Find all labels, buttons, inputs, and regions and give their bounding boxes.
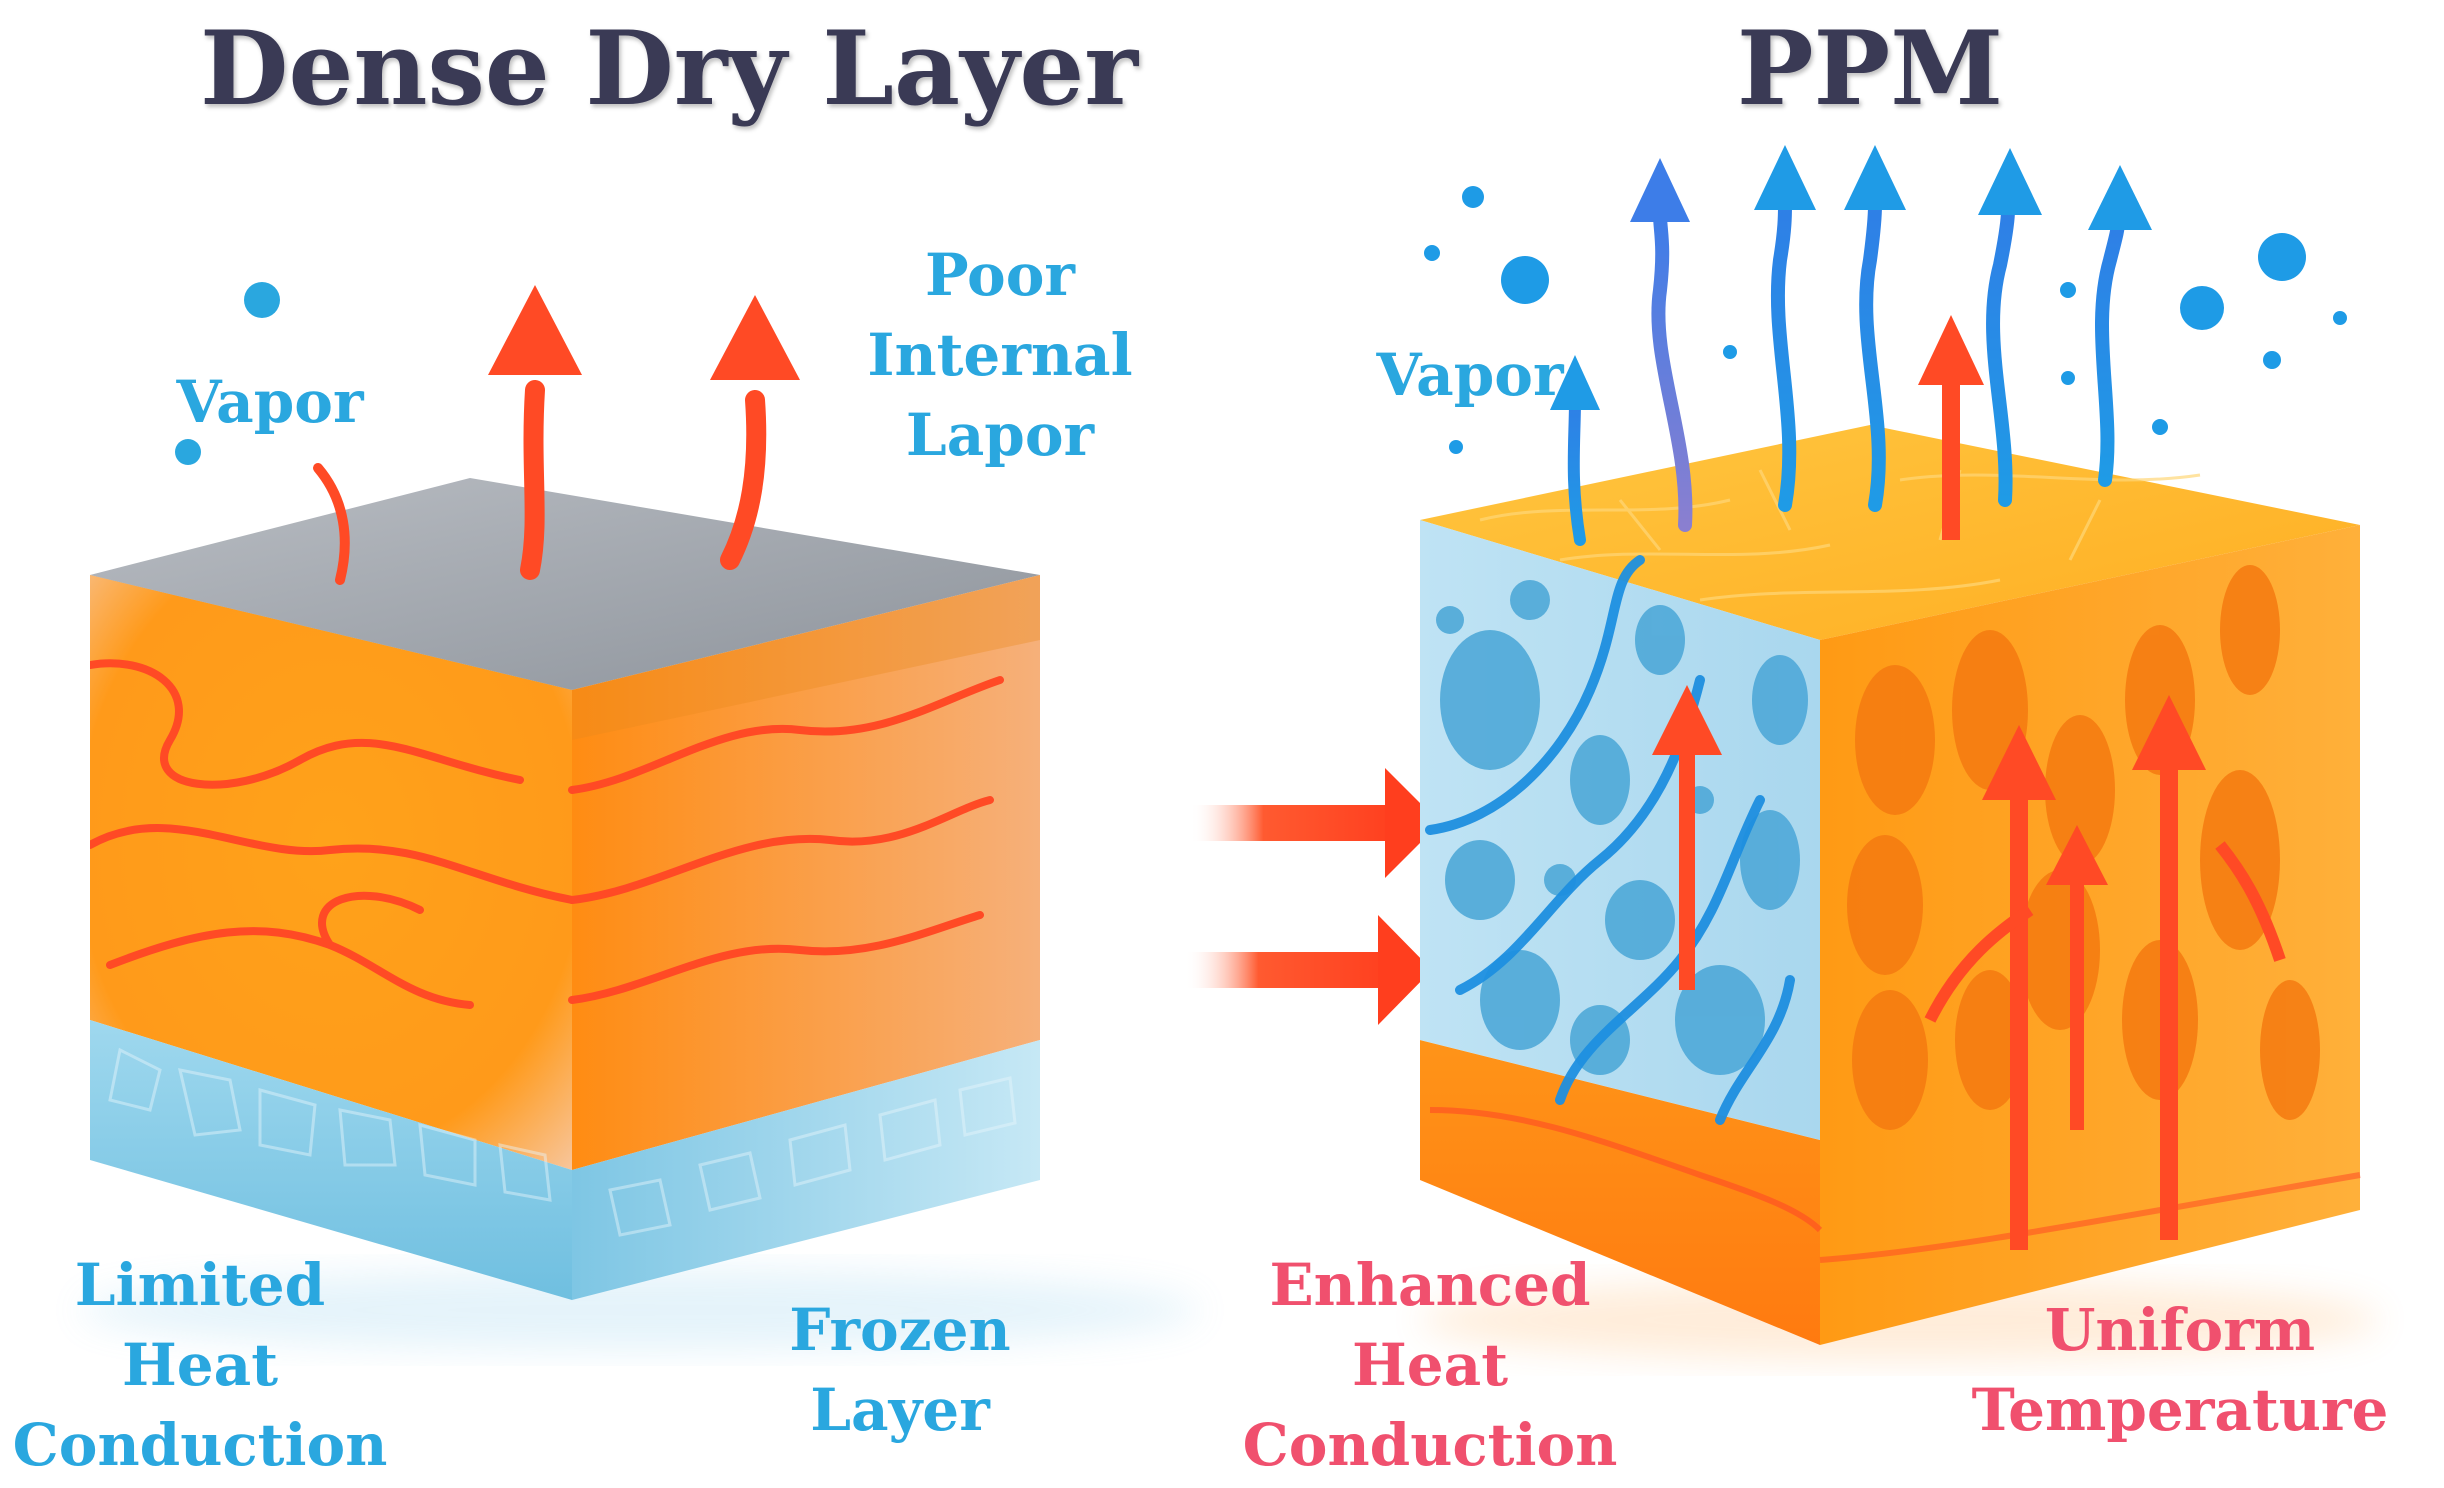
ppm-vapor-arrows	[1550, 145, 2152, 546]
heat-input-arrow-upper	[1190, 768, 1440, 878]
right-panel-title: PPM	[1736, 9, 2004, 129]
frozen-layer-front	[90, 1020, 572, 1300]
heat-input-arrow-lower	[1185, 915, 1432, 1025]
dry-layer-top-face	[90, 478, 1040, 690]
dry-layer-orange-side	[572, 575, 1040, 1170]
left-panel-title: Dense Dry Layer	[200, 9, 1139, 129]
ppm-cube	[1420, 145, 2380, 1360]
frozen-layer-label: Frozen Layer	[789, 1296, 1011, 1444]
limited-heat-conduction-label: Limited Heat Conduction	[12, 1251, 388, 1479]
dry-heat-arrow-1	[488, 285, 582, 580]
uniform-temperature-label: Uniform Temperature	[1971, 1296, 2389, 1444]
ppm-vapor-bubbles	[1424, 186, 2347, 454]
enhanced-heat-conduction-label: Enhanced Heat Conduction	[1242, 1251, 1618, 1479]
frozen-layer-side	[572, 1040, 1040, 1300]
poor-internal-vapor-label: Poor Internal Lapor	[867, 241, 1133, 469]
vapor-bubble	[244, 282, 280, 318]
vapor-bubble	[175, 439, 201, 465]
ppm-front-heat-arrow	[1652, 685, 1722, 990]
ppm-internal-heat-arrows	[1924, 695, 2286, 1250]
left-vapor-label: Vapor	[176, 368, 364, 436]
heat-input-arrows	[1185, 768, 1440, 1025]
dense-dry-layer-cube	[80, 282, 1200, 1350]
dry-vapor-squiggle	[313, 463, 350, 585]
right-vapor-label: Vapor	[1376, 341, 1564, 409]
dry-heat-arrow-2	[710, 295, 800, 570]
dry-layer-orange-front	[90, 575, 572, 1170]
